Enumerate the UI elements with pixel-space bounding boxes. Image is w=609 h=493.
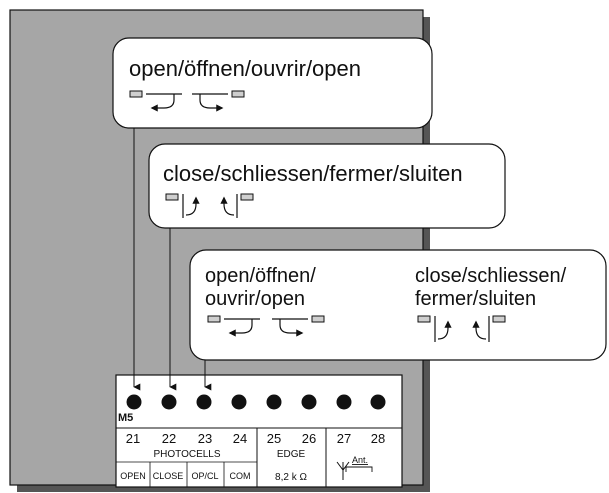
- combined-close-symbol-icon: [417, 315, 506, 342]
- combined-open-line2: ouvrir/open: [205, 288, 305, 310]
- sub-label-com: COM: [230, 471, 251, 481]
- terminal-screw[interactable]: [196, 394, 212, 410]
- terminal-screw[interactable]: [231, 394, 247, 410]
- sub-label-opcl: OP/CL: [191, 471, 218, 481]
- callout-close: close/schliessen/fermer/sluiten: [148, 143, 506, 229]
- terminal-screw[interactable]: [336, 394, 352, 410]
- terminal-number: 28: [371, 431, 385, 446]
- photocells-label: PHOTOCELLS: [153, 449, 220, 460]
- open-symbol-icon: [129, 90, 245, 112]
- module-label: M5: [118, 412, 133, 424]
- combined-open-symbol-icon: [207, 315, 325, 337]
- terminal-screw[interactable]: [266, 394, 282, 410]
- callout-open-label: open/öffnen/ouvrir/open: [129, 56, 361, 81]
- terminal-screw[interactable]: [301, 394, 317, 410]
- combined-open-line1: open/öffnen/: [205, 265, 316, 287]
- callout-close-label: close/schliessen/fermer/sluiten: [163, 161, 463, 186]
- edge-value: 8,2 k Ω: [275, 472, 307, 483]
- terminal-screws: [126, 394, 386, 410]
- edge-label: EDGE: [277, 449, 306, 460]
- terminal-number: 27: [337, 431, 351, 446]
- terminal-numbers: 21 22 23 24 25 26 27 28: [126, 431, 385, 446]
- terminal-screw[interactable]: [161, 394, 177, 410]
- antenna-icon: [336, 461, 373, 480]
- terminal-number: 21: [126, 431, 140, 446]
- callout-combined: open/öffnen/ ouvrir/open close/schliesse…: [189, 249, 607, 361]
- terminal-board: M5 21 22 23 24 25 26 27 28 PHOTOCELLS ED…: [115, 374, 403, 488]
- terminal-number: 26: [302, 431, 316, 446]
- callout-open: open/öffnen/ouvrir/open: [112, 37, 433, 129]
- combined-close-line2: fermer/sluiten: [415, 288, 536, 310]
- combined-close-line1: close/schliessen/: [415, 265, 567, 287]
- terminal-screw[interactable]: [126, 394, 142, 410]
- terminal-screw[interactable]: [370, 394, 386, 410]
- sub-label-close: CLOSE: [153, 471, 184, 481]
- terminal-number: 23: [198, 431, 212, 446]
- terminal-number: 24: [233, 431, 247, 446]
- antenna-label: Ant.: [352, 455, 368, 465]
- sub-label-open: OPEN: [120, 471, 146, 481]
- terminal-number: 22: [162, 431, 176, 446]
- close-symbol-icon: [165, 193, 254, 218]
- terminal-number: 25: [267, 431, 281, 446]
